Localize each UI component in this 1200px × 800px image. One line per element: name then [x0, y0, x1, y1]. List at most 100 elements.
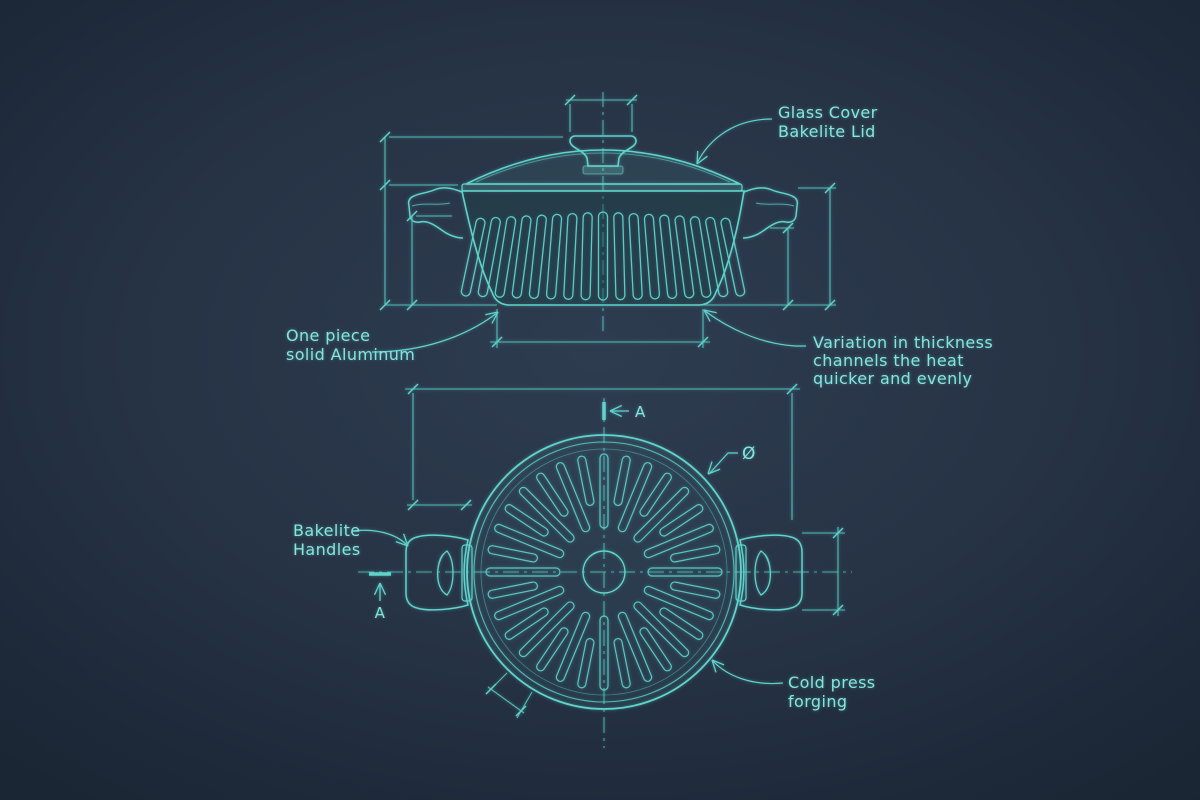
plan-handle-left: [405, 534, 473, 611]
spoke: [487, 545, 538, 563]
leader-glass-cover: [696, 118, 773, 164]
spoke: [599, 453, 609, 529]
flute: [659, 214, 678, 300]
label-variation: Variation in thickness: [813, 333, 993, 352]
dim-tick: [379, 299, 391, 311]
dim-tick: [515, 705, 527, 717]
flute: [674, 215, 695, 299]
spoke: [617, 462, 653, 533]
spoke: [670, 581, 721, 599]
leader-cold-press: [712, 660, 784, 685]
dim-tick: [697, 336, 709, 348]
flute: [580, 212, 593, 301]
side-handle-right: [742, 187, 799, 239]
flute: [597, 211, 609, 301]
flute: [545, 213, 563, 300]
pot-lid: [461, 149, 743, 192]
spoke: [599, 615, 609, 691]
dim-tick: [832, 604, 844, 616]
dim-tick: [564, 94, 576, 106]
flute: [643, 213, 661, 300]
spoke: [577, 638, 595, 689]
pot-body: [460, 190, 746, 306]
leader-diameter: [708, 452, 738, 475]
dim-tick: [406, 299, 418, 311]
arrowhead: [696, 150, 699, 165]
label-diameter-symbol: Ø: [742, 444, 756, 464]
label-section-a-left: A: [375, 604, 386, 622]
arrowhead: [379, 582, 387, 596]
side-leaders: [371, 118, 806, 353]
spoke: [643, 585, 714, 621]
side-view: [371, 92, 836, 353]
flute: [494, 216, 517, 298]
arrowhead: [373, 582, 381, 596]
spoke: [485, 567, 561, 577]
leader-variation: [704, 310, 806, 347]
dim-tick: [782, 299, 794, 311]
dim-tick: [379, 179, 391, 191]
spoke: [555, 462, 591, 533]
dim-tick: [407, 383, 419, 395]
center-boss: [582, 550, 626, 594]
dim-tick: [626, 94, 638, 106]
flute: [613, 212, 626, 301]
spoke: [504, 607, 549, 640]
spoke: [518, 486, 575, 543]
dim-tick: [485, 683, 497, 695]
spoke: [670, 545, 721, 563]
leader-bakelite: [351, 529, 408, 546]
arrowhead: [395, 540, 409, 547]
spoke: [613, 638, 631, 689]
leader-one-piece: [371, 312, 498, 353]
spoke: [617, 611, 653, 682]
flute: [720, 217, 746, 297]
pot-knob: [569, 135, 637, 175]
spoke: [536, 472, 569, 517]
dim-tick: [460, 499, 472, 511]
dim-tick: [379, 131, 391, 143]
plan-view: [351, 388, 852, 748]
label-one-piece: One piece: [286, 326, 370, 345]
label-variation-3: quicker and evenly: [813, 369, 972, 388]
label-glass-cover-2: Bakelite Lid: [778, 122, 876, 141]
knob-base: [582, 165, 624, 175]
flute: [511, 215, 532, 299]
spoke: [639, 627, 672, 672]
arrowhead: [696, 155, 708, 165]
arrowhead: [703, 309, 711, 322]
label-variation-2: channels the heat: [813, 351, 964, 370]
dim-tick: [782, 222, 794, 234]
label-bakelite-2: Handles: [293, 540, 361, 559]
arrowhead: [402, 533, 409, 547]
label-cold-press: Cold press: [788, 673, 876, 692]
arrowhead: [609, 404, 623, 412]
lid-rim: [461, 183, 743, 192]
labels: Glass Cover Bakelite Lid One piece solid…: [286, 103, 993, 711]
plan-leaders: [351, 452, 784, 685]
flute: [628, 212, 643, 300]
spoke: [643, 523, 714, 559]
arrowhead: [707, 461, 713, 475]
dim-tick: [824, 299, 836, 311]
label-cold-press-2: forging: [788, 692, 847, 711]
arrowhead: [609, 410, 623, 418]
handle-lens: [436, 550, 454, 596]
spoke: [647, 567, 723, 577]
spoke: [639, 472, 672, 517]
flute: [460, 217, 486, 297]
label-bakelite: Bakelite: [293, 521, 361, 540]
dim-tick: [832, 527, 844, 539]
spoke: [494, 523, 565, 559]
spoke: [577, 455, 595, 506]
spoke: [633, 486, 690, 543]
section-markers: [369, 402, 629, 601]
dim-tick: [824, 182, 836, 194]
flute: [563, 212, 578, 300]
spoke: [659, 504, 704, 537]
side-dimensions: [384, 99, 836, 348]
spoke: [659, 607, 704, 640]
label-glass-cover: Glass Cover: [778, 103, 878, 122]
